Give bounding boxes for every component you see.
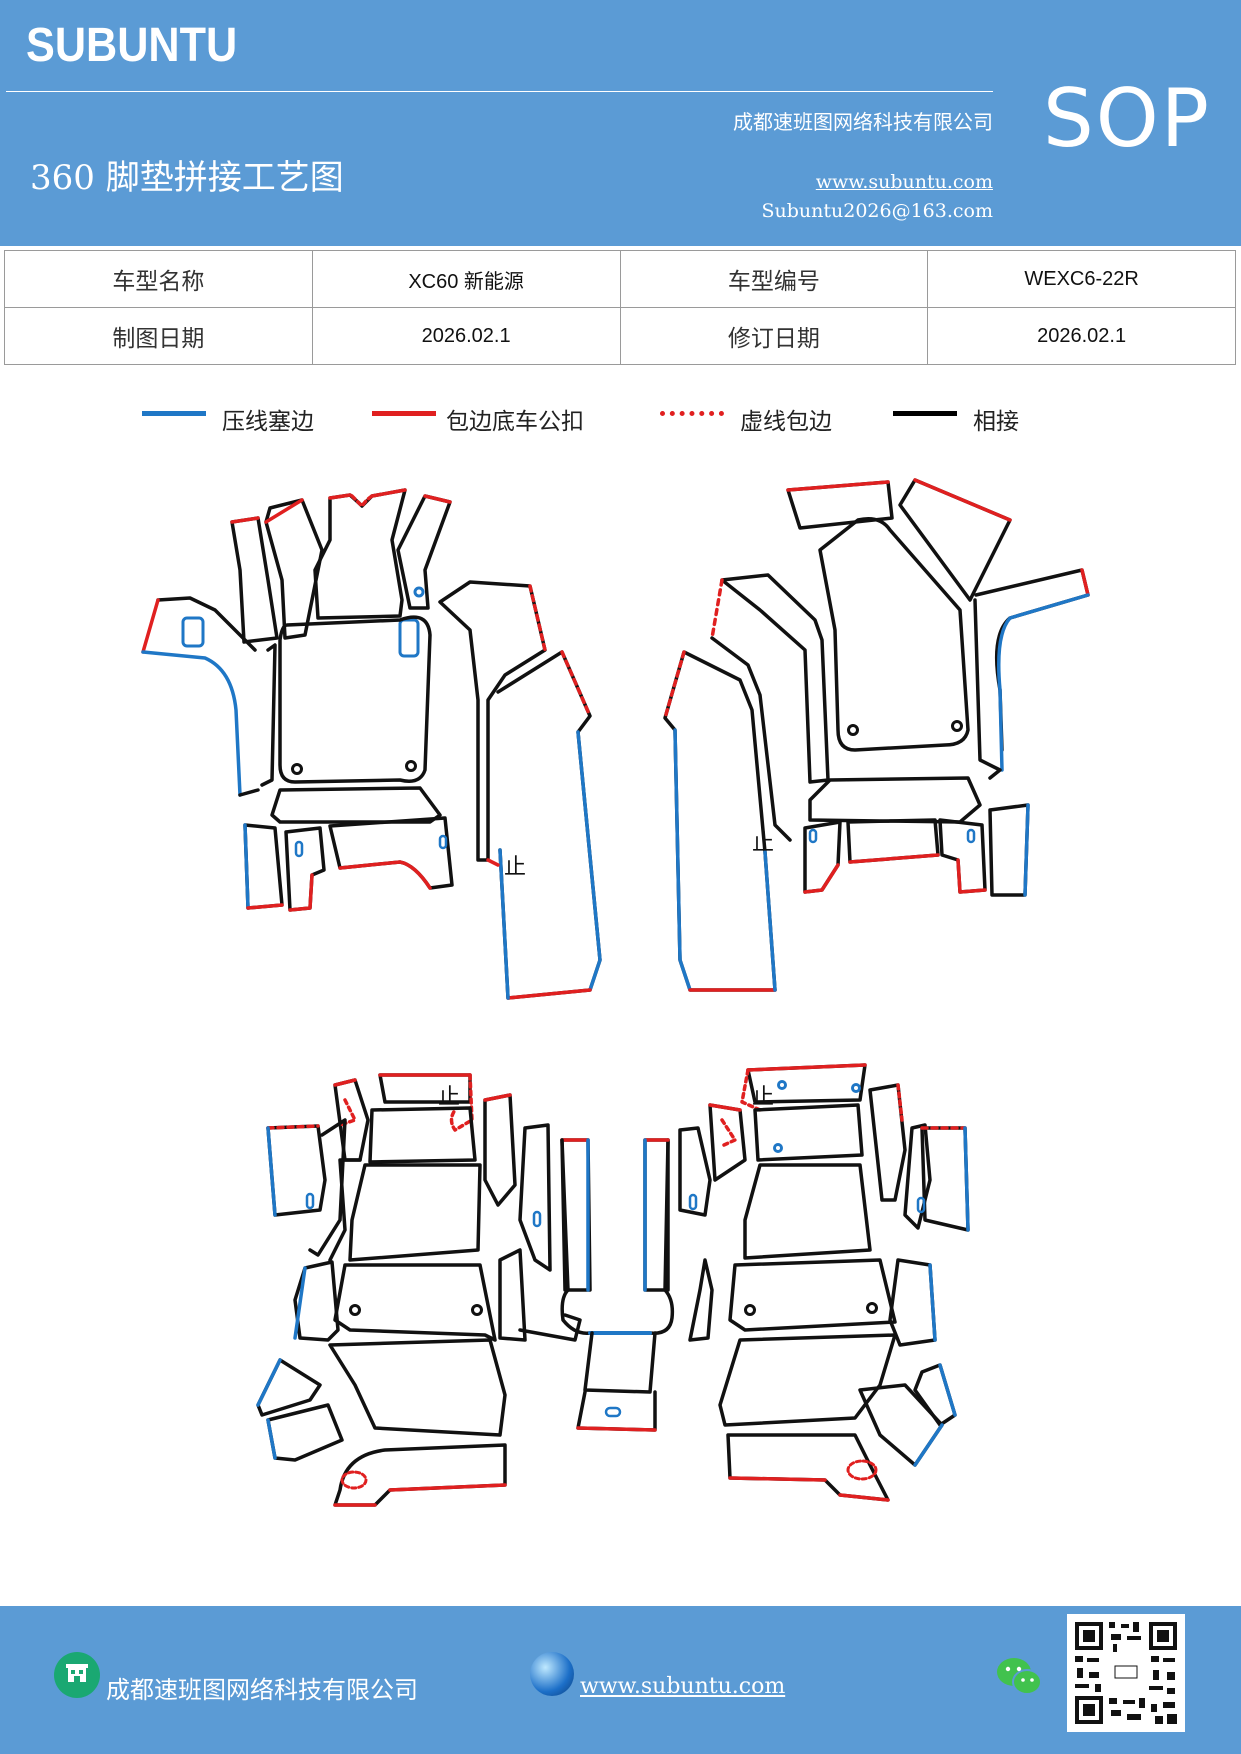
qr-code[interactable] (1067, 1614, 1185, 1732)
front-left-mat (141, 488, 602, 1000)
legend-label: 包边底车公扣 (446, 409, 584, 435)
legend-swatch (142, 411, 206, 416)
company-name: 成都速班图网络科技有限公司 (733, 110, 993, 134)
legend-swatch (660, 411, 724, 416)
footer-company-name: 成都速班图网络科技有限公司 (106, 1676, 418, 1704)
stop-marker: 止 (752, 1085, 774, 1110)
email-address: Subuntu2026@163.com (761, 200, 993, 222)
front-right-mat (663, 478, 1090, 992)
legend-label: 压线塞边 (222, 409, 314, 435)
rear-right-mat (643, 1063, 970, 1502)
stop-marker: 止 (752, 831, 774, 856)
globe-icon (530, 1652, 574, 1696)
website-link[interactable]: www.subuntu.com (815, 171, 993, 193)
model-code-value: WEXC6-22R (927, 250, 1236, 308)
draw-date-value: 2026.02.1 (311, 307, 621, 365)
wechat-icon[interactable] (995, 1654, 1045, 1700)
sop-badge: SOP (1043, 72, 1211, 165)
line-legend: 压线塞边 包边底车公扣 虚线包边 相接 (0, 398, 1241, 438)
draw-date-label: 制图日期 (4, 307, 313, 365)
table-row: 车型名称 XC60 新能源 车型编号 WEXC6-22R (4, 250, 1236, 308)
mat-splice-diagram: 止 (0, 460, 1241, 1540)
legend-swatch (893, 411, 957, 416)
footer-website-link[interactable]: www.subuntu.com (580, 1674, 786, 1699)
model-name-label: 车型名称 (4, 250, 313, 308)
building-icon (54, 1652, 100, 1698)
header-divider (6, 91, 993, 92)
footer-banner: 成都速班图网络科技有限公司 www.subuntu.com (0, 1606, 1241, 1754)
diagram-svg: 止 (141, 478, 1090, 1507)
legend-label: 相接 (973, 409, 1019, 435)
document-title: 360 脚垫拼接工艺图 (30, 158, 344, 198)
model-name-value: XC60 新能源 (311, 250, 621, 308)
brand-logo: SUBUNTU (26, 19, 238, 72)
legend-label: 虚线包边 (740, 409, 832, 435)
revision-date-label: 修订日期 (619, 307, 929, 365)
model-code-label: 车型编号 (619, 250, 929, 308)
center-tunnel-mat (560, 1138, 675, 1432)
header-banner: SUBUNTU 成都速班图网络科技有限公司 360 脚垫拼接工艺图 www.su… (0, 0, 1241, 246)
stop-marker: 止 (438, 1085, 460, 1110)
legend-swatch (372, 411, 436, 416)
stop-marker: 止 (504, 855, 526, 880)
table-row: 制图日期 2026.02.1 修订日期 2026.02.1 (4, 307, 1236, 365)
rear-left-mat (256, 1073, 592, 1507)
vehicle-info-table: 车型名称 XC60 新能源 车型编号 WEXC6-22R 制图日期 2026.0… (4, 250, 1236, 365)
revision-date-value: 2026.02.1 (927, 307, 1236, 365)
